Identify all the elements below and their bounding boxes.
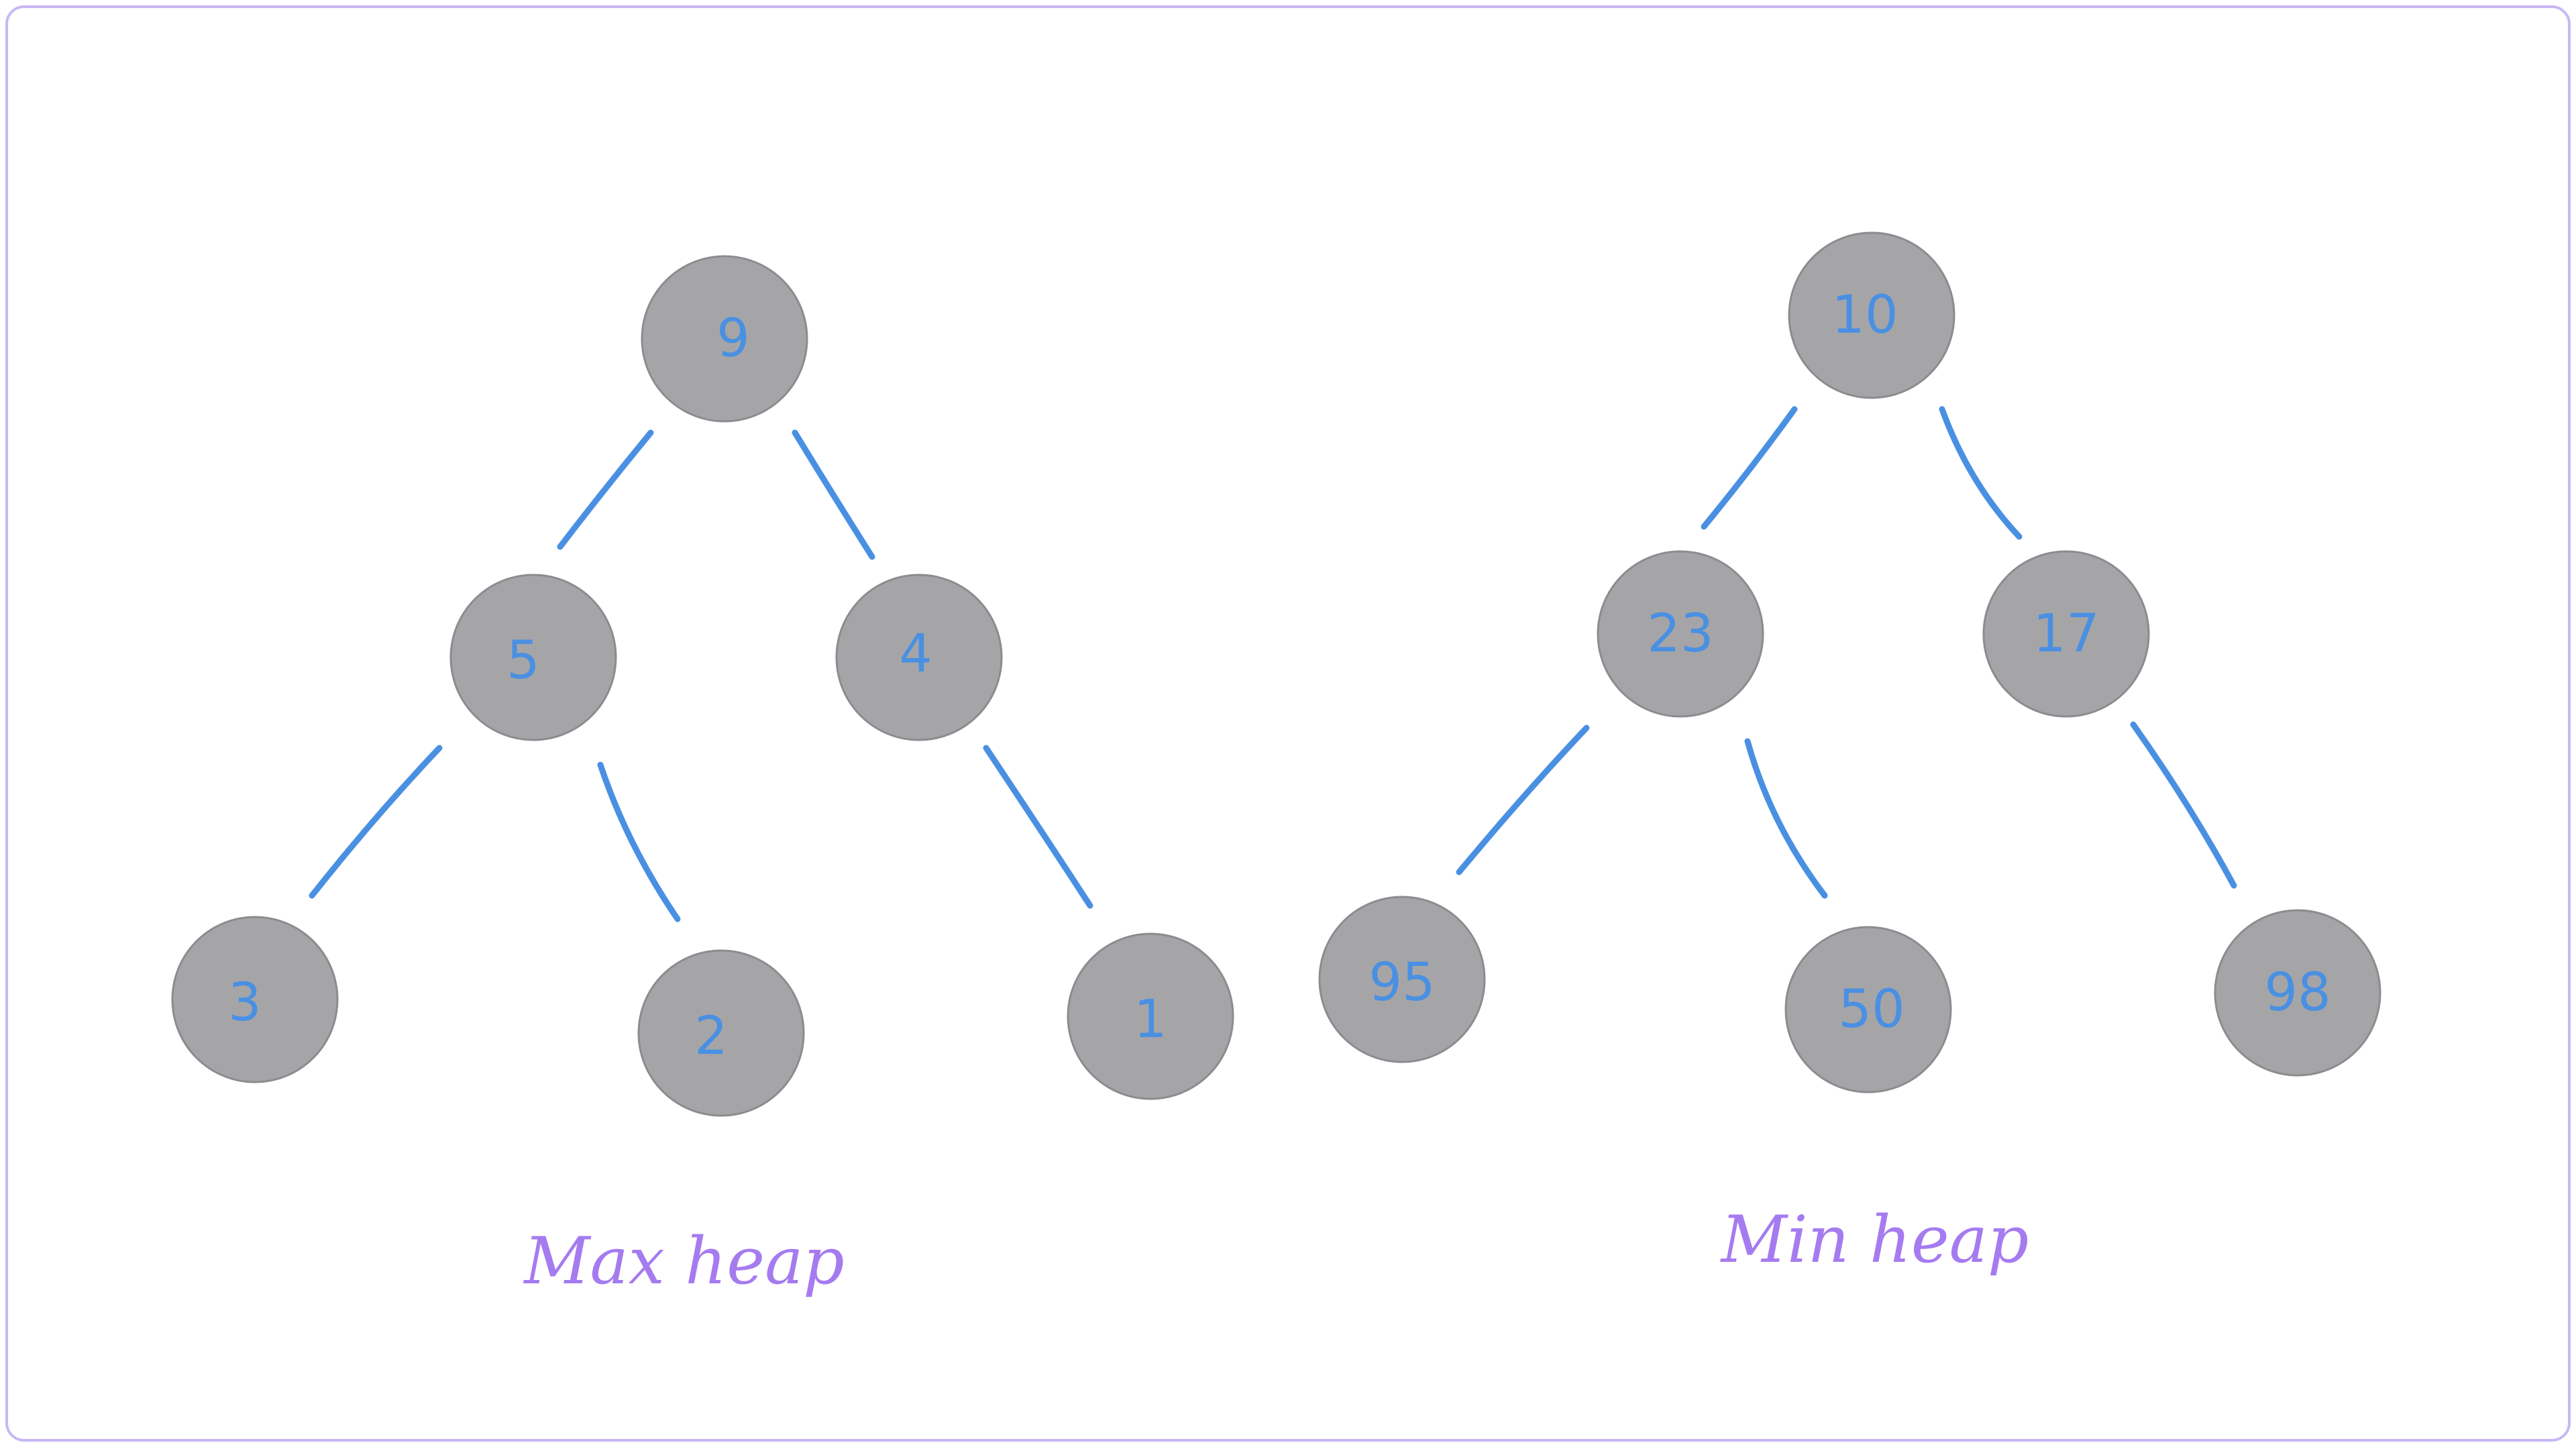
heap-node: 98 [2214, 909, 2381, 1077]
heap-node-circle [1067, 932, 1234, 1100]
min-heap-diagram: 10 23 17 95 50 98 Min heap [1318, 231, 2381, 1277]
edge-5-to-2 [597, 761, 681, 922]
heap-node-circle [1982, 550, 2150, 718]
heap-node-label: 98 [2264, 963, 2330, 1023]
heap-node-circle [1788, 231, 1955, 399]
heap-node: 1 [1067, 932, 1234, 1100]
edge-10-to-17 [1939, 406, 2023, 540]
heap-node: 3 [171, 916, 339, 1083]
heap-node-label: 95 [1368, 953, 1435, 1013]
heap-node-circle [835, 574, 1003, 741]
heap-node-label: 4 [899, 624, 932, 684]
heap-node-circle [171, 916, 339, 1083]
heap-node-label: 2 [694, 1006, 728, 1067]
edge-17-to-98 [2130, 721, 2237, 889]
heap-node-circle [641, 255, 808, 423]
heap-node-label: 17 [2033, 604, 2099, 664]
max-heap-diagram: 9 5 4 3 2 1 Max heap [171, 255, 1234, 1299]
heap-node: 50 [1784, 926, 1952, 1093]
heap-node-label: 23 [1647, 604, 1713, 664]
heap-node-circle [1597, 550, 1764, 718]
heap-node: 5 [449, 574, 617, 741]
heap-node: 9 [641, 255, 808, 423]
edge-10-to-23 [1701, 406, 1798, 530]
min-heap-caption: Min heap [1720, 1202, 2029, 1277]
edge-9-to-5 [557, 429, 654, 550]
edge-23-to-50 [1744, 738, 1828, 899]
heap-node: 17 [1982, 550, 2150, 718]
heap-node-label: 5 [506, 631, 540, 691]
heap-node: 2 [637, 949, 805, 1117]
min-heap-edges [1456, 406, 2237, 899]
heap-node: 23 [1597, 550, 1764, 718]
edge-4-to-1 [983, 745, 1093, 909]
heap-node-label: 9 [716, 309, 750, 369]
edge-5-to-3 [309, 745, 443, 899]
heap-node: 95 [1318, 896, 1486, 1063]
heap-node-circle [637, 949, 805, 1117]
heap-node: 4 [835, 574, 1003, 741]
heap-node-circle [449, 574, 617, 741]
heap-node-label: 10 [1831, 285, 1898, 345]
edge-23-to-95 [1456, 725, 1590, 875]
max-heap-edges [309, 429, 1093, 922]
heap-node-circle [1784, 926, 1952, 1093]
heap-node-label: 3 [228, 973, 262, 1033]
heap-node-circle [2214, 909, 2381, 1077]
heap-node-label: 50 [1838, 979, 1904, 1040]
heap-node-circle [1318, 896, 1486, 1063]
heap-node: 10 [1788, 231, 1955, 399]
canvas-frame [5, 5, 2571, 1442]
edge-9-to-4 [792, 429, 875, 560]
max-heap-caption: Max heap [523, 1224, 845, 1299]
heap-node-label: 1 [1134, 989, 1167, 1050]
